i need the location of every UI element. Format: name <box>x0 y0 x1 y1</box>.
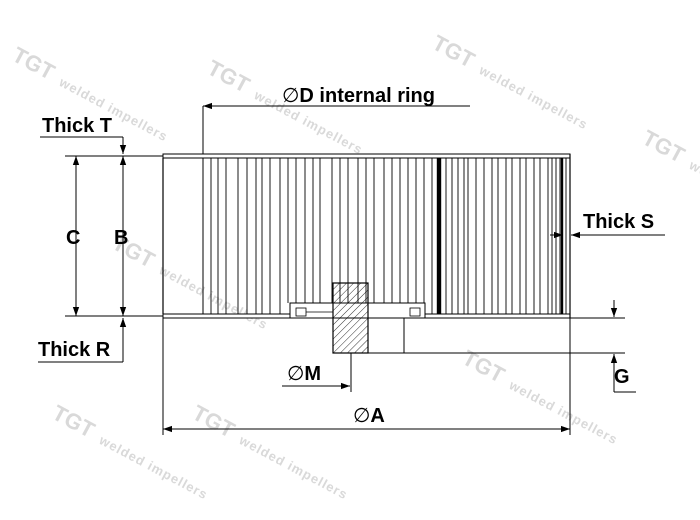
hub <box>289 282 426 354</box>
dim-thick-r <box>38 318 127 363</box>
diameter-symbol: ∅ <box>282 85 300 107</box>
label-thick-r: Thick R <box>38 339 111 361</box>
top-ring <box>162 153 571 159</box>
diameter-symbol: ∅ <box>353 405 371 427</box>
blade-lines <box>210 158 567 314</box>
label-b: B <box>114 227 129 249</box>
label-d-internal-ring: ∅D internal ring <box>282 85 435 107</box>
label-c: C <box>66 227 81 249</box>
diameter-symbol: ∅ <box>287 363 305 385</box>
label-a: ∅A <box>353 405 385 427</box>
label-g: G <box>614 366 630 388</box>
dim-m <box>282 353 352 392</box>
hub-section-hatched <box>332 282 369 354</box>
label-thick-t: Thick T <box>42 115 113 137</box>
dim-c-b <box>65 155 163 317</box>
label-m: ∅M <box>287 363 322 385</box>
dim-thick-t <box>40 136 127 154</box>
label-thick-s: Thick S <box>583 211 655 233</box>
dim-g <box>404 300 636 393</box>
dim-a <box>162 318 571 435</box>
dim-d-internal-ring <box>202 102 470 154</box>
hub-bore <box>367 317 405 354</box>
